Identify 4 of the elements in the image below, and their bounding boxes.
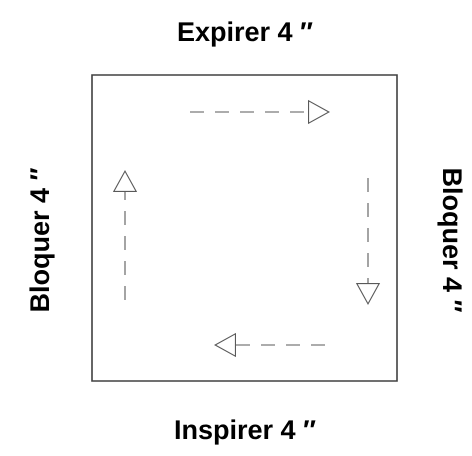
breath-label: Inspirer 4 ″: [176, 419, 316, 445]
breath-label: Bloquer 4 ″: [29, 168, 55, 311]
breath-label: Expirer 4 ″: [178, 21, 312, 47]
breath-label: Bloquer 4 ″: [437, 169, 463, 312]
